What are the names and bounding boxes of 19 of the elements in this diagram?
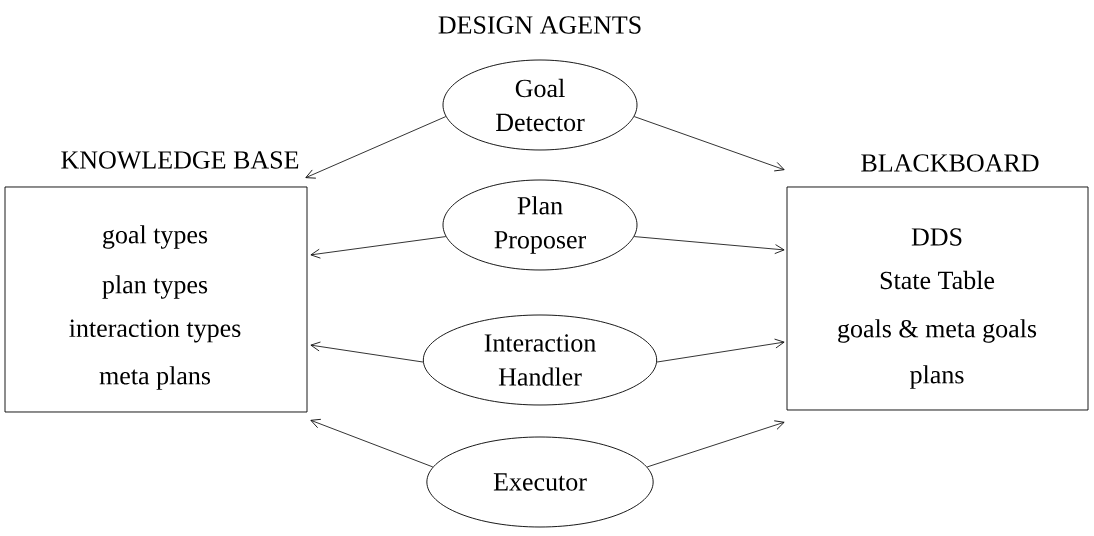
- arrow: [310, 341, 424, 363]
- arrow: [310, 236, 447, 259]
- arrow: [633, 236, 785, 254]
- arrow: [633, 116, 785, 172]
- box-item: goal types: [103, 225, 208, 249]
- box-item: State Table: [880, 270, 995, 290]
- box-item: meta plans: [99, 366, 211, 390]
- box-item: DDS: [911, 228, 962, 246]
- arrow: [646, 420, 785, 468]
- box-item: plan types: [102, 275, 208, 299]
- box-heading: KNOWLEDGE BASE: [61, 151, 299, 169]
- arrow: [656, 338, 785, 363]
- arrow: [310, 418, 434, 468]
- box-item: plans: [910, 365, 964, 389]
- box-item: goals & meta goals: [838, 319, 1037, 343]
- arrow: [305, 116, 447, 179]
- heading: DESIGN AGENTS: [438, 16, 641, 34]
- box-item: interaction types: [69, 319, 241, 343]
- box-heading: BLACKBOARD: [861, 154, 1039, 172]
